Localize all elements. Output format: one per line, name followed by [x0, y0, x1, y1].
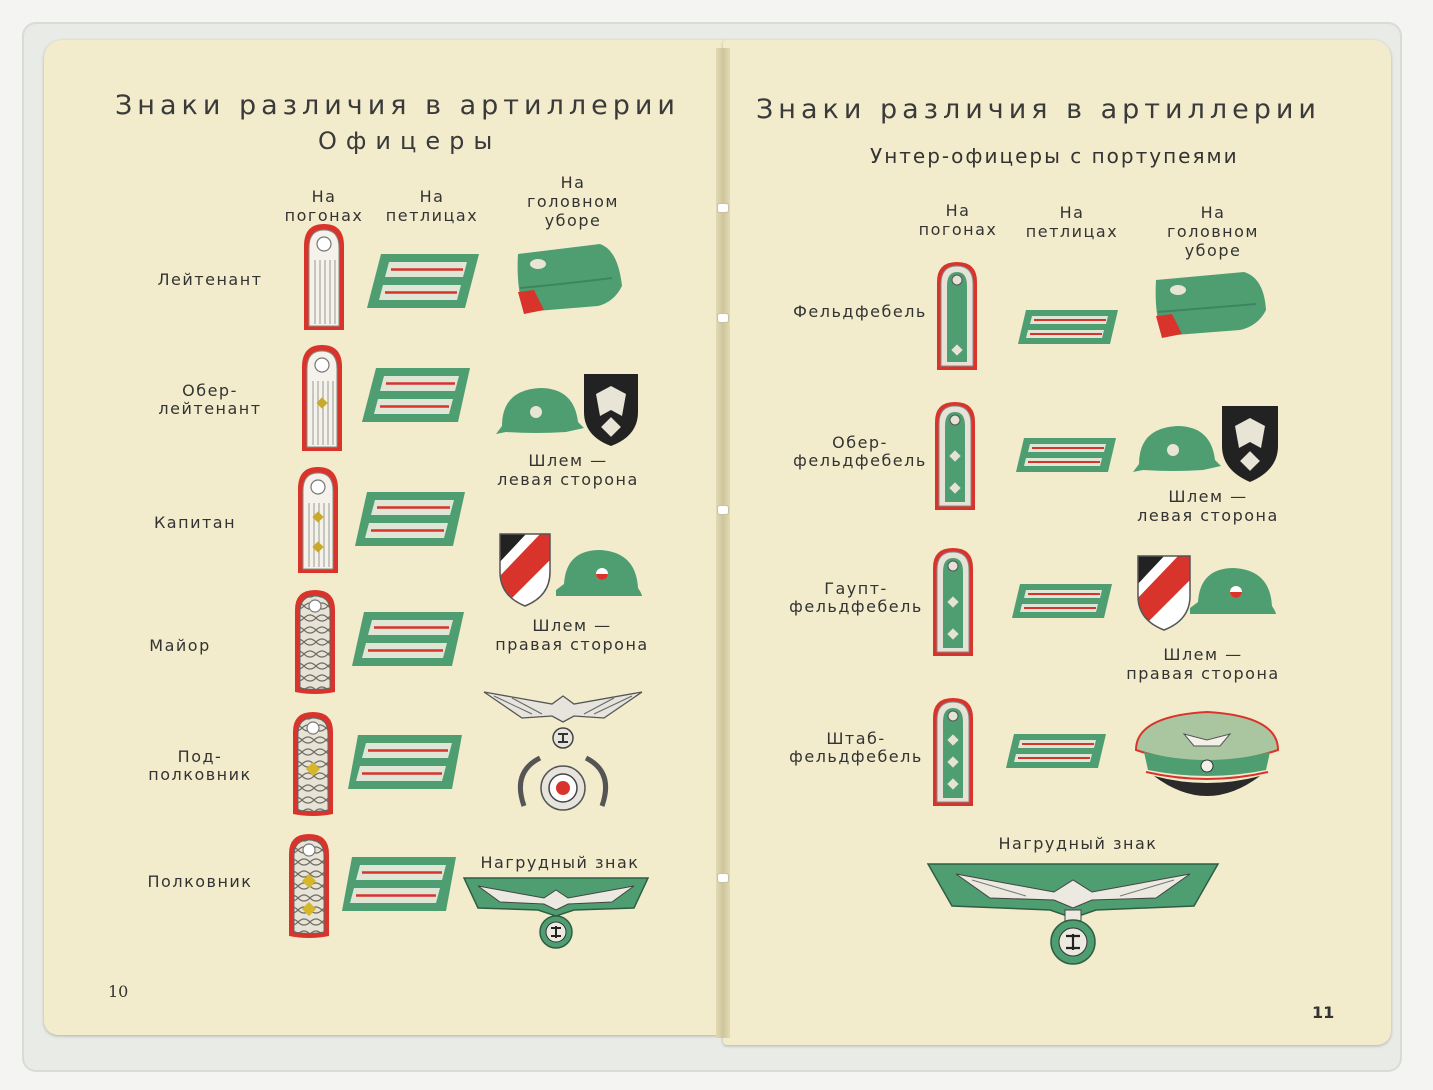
- column-header-shoulder: На погонах: [918, 201, 998, 239]
- column-header-shoulder: На погонах: [284, 187, 364, 225]
- left-page-subtitle: Офицеры: [318, 127, 502, 155]
- rank-label: Обер- фельдфебель: [793, 433, 927, 470]
- helmet-right-caption: Шлем — правая сторона: [1126, 645, 1280, 683]
- side-cap-icon: [517, 244, 622, 314]
- rank-label: Майор: [149, 636, 211, 655]
- rank-label: Капитан: [153, 513, 237, 532]
- shoulder-strap-stabsfeldwebel: [933, 698, 973, 806]
- collar-tab-stabsfeldwebel: [1006, 734, 1106, 768]
- rank-label: Штаб- фельдфебель: [789, 729, 923, 766]
- shoulder-strap-oberst: [289, 834, 329, 938]
- breast-eagle-badge-icon: [926, 863, 1220, 965]
- binding-stitch: [717, 505, 729, 515]
- collar-tab-oberst: [342, 857, 456, 911]
- tricolor-shield-icon: [499, 533, 551, 607]
- shoulder-strap-leutnant: [304, 224, 344, 330]
- shoulder-strap-oberleutnant: [302, 345, 342, 451]
- shoulder-strap-oberfeldwebel: [935, 402, 975, 510]
- binding-stitch: [717, 203, 729, 213]
- breast-badge-caption: Нагрудный знак: [480, 853, 640, 872]
- breast-badge-caption: Нагрудный знак: [998, 834, 1158, 853]
- shoulder-strap-hauptmann: [298, 467, 338, 573]
- collar-tab-oberstleutnant: [348, 735, 462, 789]
- shoulder-strap-hauptfeldwebel: [933, 548, 973, 656]
- collar-tab-hauptmann: [355, 492, 465, 546]
- page-number-right: 11: [1312, 1003, 1335, 1022]
- helmet-right-caption: Шлем — правая сторона: [495, 616, 649, 654]
- binding-stitch: [717, 313, 729, 323]
- rank-label: Лейтенант: [157, 270, 263, 289]
- eagle-decal-shield-icon: [1222, 406, 1278, 482]
- column-header-headgear: На головном уборе: [527, 173, 619, 230]
- eagle-decal-shield-icon: [584, 374, 638, 446]
- book-gutter: [716, 48, 730, 1038]
- cap-eagle-cockade-icon: [483, 691, 643, 811]
- shoulder-strap-oberstleutnant: [293, 712, 333, 816]
- shoulder-strap-feldwebel: [937, 262, 977, 370]
- helmet-left-caption: Шлем — левая сторона: [1137, 487, 1279, 525]
- helmet-left-caption: Шлем — левая сторона: [497, 451, 639, 489]
- collar-tab-oberfeldwebel: [1016, 438, 1116, 472]
- left-page-title: Знаки различия в артиллерии: [115, 90, 680, 121]
- collar-tab-feldwebel: [1018, 310, 1118, 344]
- helmet-right-side-icon: [556, 550, 642, 596]
- column-header-collar: На петлицах: [385, 187, 479, 225]
- column-header-collar: На петлицах: [1025, 203, 1119, 241]
- helmet-left-side-icon: [496, 388, 584, 434]
- column-header-headgear: На головном уборе: [1167, 203, 1259, 260]
- rank-label: Фельдфебель: [793, 302, 927, 321]
- page-number-left: 10: [108, 982, 129, 1001]
- shoulder-strap-major: [295, 590, 335, 694]
- right-page-subtitle: Унтер-офицеры с портупеями: [870, 144, 1239, 168]
- rank-label: Обер- лейтенант: [158, 381, 262, 418]
- breast-eagle-badge-icon: [462, 877, 650, 949]
- helmet-left-side-icon: [1133, 426, 1221, 472]
- rank-label: Под- полковник: [148, 747, 252, 784]
- rank-label: Полковник: [147, 872, 253, 891]
- collar-tab-major: [352, 612, 464, 666]
- tricolor-shield-icon: [1137, 555, 1191, 631]
- collar-tab-leutnant: [367, 254, 479, 308]
- binding-stitch: [717, 873, 729, 883]
- right-page-title: Знаки различия в артиллерии: [756, 94, 1321, 125]
- collar-tab-oberleutnant: [362, 368, 470, 422]
- side-cap-icon: [1155, 272, 1266, 338]
- peaked-cap-icon: [1134, 710, 1280, 796]
- helmet-right-side-icon: [1190, 568, 1276, 614]
- collar-tab-hauptfeldwebel: [1012, 584, 1112, 618]
- rank-label: Гаупт- фельдфебель: [789, 579, 923, 616]
